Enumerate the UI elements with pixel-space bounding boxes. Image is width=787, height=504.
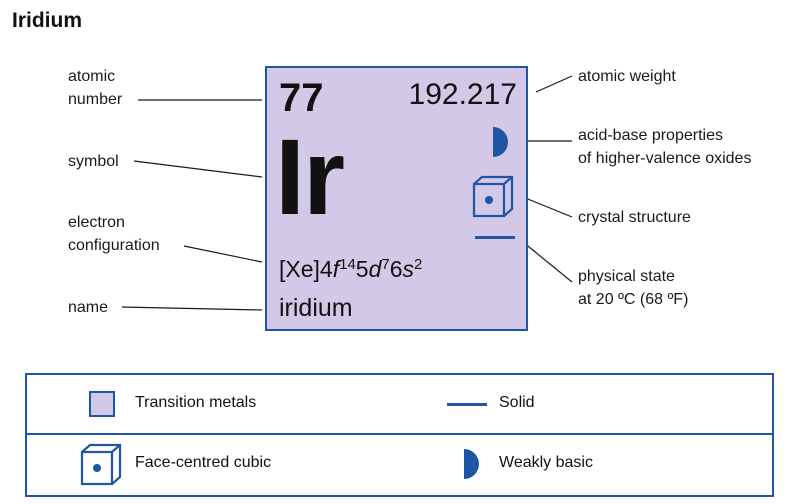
legend-acid-base: Weakly basic [499, 454, 593, 471]
config-6: 6 [389, 256, 403, 282]
legend-solid-bar-icon [447, 403, 487, 406]
electron-configuration: [Xe]4f145d76s2 [279, 256, 422, 283]
legend-divider [27, 433, 772, 435]
legend-cube-icon [80, 443, 122, 486]
legend-state: Solid [499, 394, 535, 411]
half-disc-icon [493, 127, 508, 157]
label-name: name [68, 299, 109, 316]
legend-crystal: Face-centred cubic [135, 454, 272, 471]
label-atomic-number-line1: atomic [68, 68, 116, 85]
label-crystal-structure: crystal structure [578, 209, 691, 226]
label-physical-state: physical state at 20 ºC (68 ºF) [578, 265, 688, 311]
config-d-orbital: d [368, 256, 382, 282]
label-acid-base: acid-base properties of higher-valence o… [578, 124, 751, 170]
config-d-exponent: 7 [381, 255, 390, 273]
element-card: 77 192.217 Ir [Xe]4f145d76s2 iridium [265, 66, 528, 331]
label-electron-configuration-line2: configuration [68, 237, 160, 254]
label-electron-configuration: electron configuration [68, 211, 160, 257]
leader-symbol [133, 160, 263, 178]
element-symbol: Ir [275, 116, 345, 237]
label-physical-state-line2: at 20 ºC (68 ºF) [578, 291, 689, 308]
label-atomic-number-line2: number [68, 91, 123, 108]
config-5: 5 [355, 256, 369, 282]
cube-icon [472, 175, 514, 218]
label-symbol: symbol [68, 153, 119, 170]
config-s-orbital: s [402, 256, 415, 282]
label-electron-configuration-line1: electron [68, 214, 125, 231]
config-f-orbital: f [332, 256, 340, 282]
atomic-number: 77 [279, 76, 324, 120]
config-f-exponent: 14 [339, 255, 356, 273]
leader-atomic-weight [535, 75, 573, 93]
legend-category: Transition metals [135, 394, 257, 411]
category-swatch [89, 391, 115, 417]
config-s-exponent: 2 [414, 255, 423, 273]
page-title: Iridium [12, 9, 83, 32]
element-name: iridium [279, 294, 353, 322]
solid-bar-icon [475, 236, 515, 239]
legend: Transition metals Solid Face-centred cub… [25, 373, 774, 497]
label-acid-base-line2: of higher-valence oxides [578, 150, 752, 167]
leader-name [121, 306, 263, 311]
label-atomic-weight: atomic weight [578, 68, 676, 85]
label-atomic-number: atomic number [68, 65, 122, 111]
leader-electron-configuration [183, 245, 263, 263]
label-acid-base-line1: acid-base properties [578, 127, 723, 144]
legend-half-disc-icon [464, 449, 479, 479]
atomic-weight: 192.217 [408, 78, 517, 111]
label-physical-state-line1: physical state [578, 268, 675, 285]
config-core: [Xe]4 [279, 256, 333, 282]
